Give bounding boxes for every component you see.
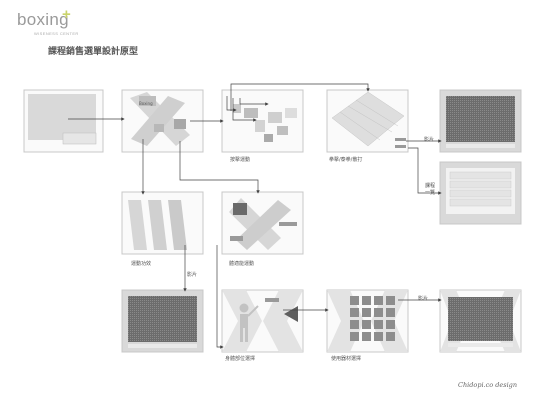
- label-course-list: 課程 一覽: [425, 183, 436, 196]
- label-other-sports: 體適能運動: [229, 261, 255, 267]
- screen-x-menu: [121, 89, 204, 153]
- screen-splash: [23, 89, 104, 153]
- screen-body-select: [221, 289, 304, 353]
- label-body-select: 身體部位選擇: [225, 356, 256, 362]
- screen-sport-intro: [121, 191, 204, 255]
- label-tap-sport: 按擊運動: [230, 157, 251, 163]
- screen-video: [439, 89, 522, 153]
- screen-other-sports: [221, 191, 304, 255]
- label-select-menu: 拳擊/泰拳/散打: [329, 157, 363, 163]
- brand-logo: boxing: [17, 10, 69, 29]
- brand-plus-icon: +: [62, 6, 71, 23]
- screen-video-small: [121, 289, 204, 353]
- page-title: 課程銷售選單設計原型: [48, 47, 139, 57]
- label-equipment-select: 使用器材選擇: [331, 356, 362, 362]
- label-video: 影片: [424, 137, 435, 143]
- label-sport-intro: 運動功效: [131, 261, 152, 267]
- label-video-final: 影片: [418, 296, 429, 302]
- flow-connectors: [68, 83, 442, 349]
- screen-tap-sport: [221, 89, 304, 153]
- screen-equipment-select: [326, 289, 409, 353]
- screen-video-final: [439, 289, 522, 353]
- brand-subtitle: WISENESS CENTER: [34, 31, 79, 36]
- arrow-select-to-list: [408, 147, 442, 195]
- label-video-small: 影片: [187, 272, 198, 278]
- screen-course-list: [439, 161, 522, 225]
- arrow-menu-to-other: [179, 141, 260, 194]
- arrow-other-to-body: [216, 245, 224, 349]
- label-boxing: Boxing: [139, 101, 153, 106]
- screen-select-menu: [326, 89, 409, 153]
- footer-credit: Chidopi.co design: [458, 381, 518, 389]
- arrow-tap-to-select: [230, 83, 370, 111]
